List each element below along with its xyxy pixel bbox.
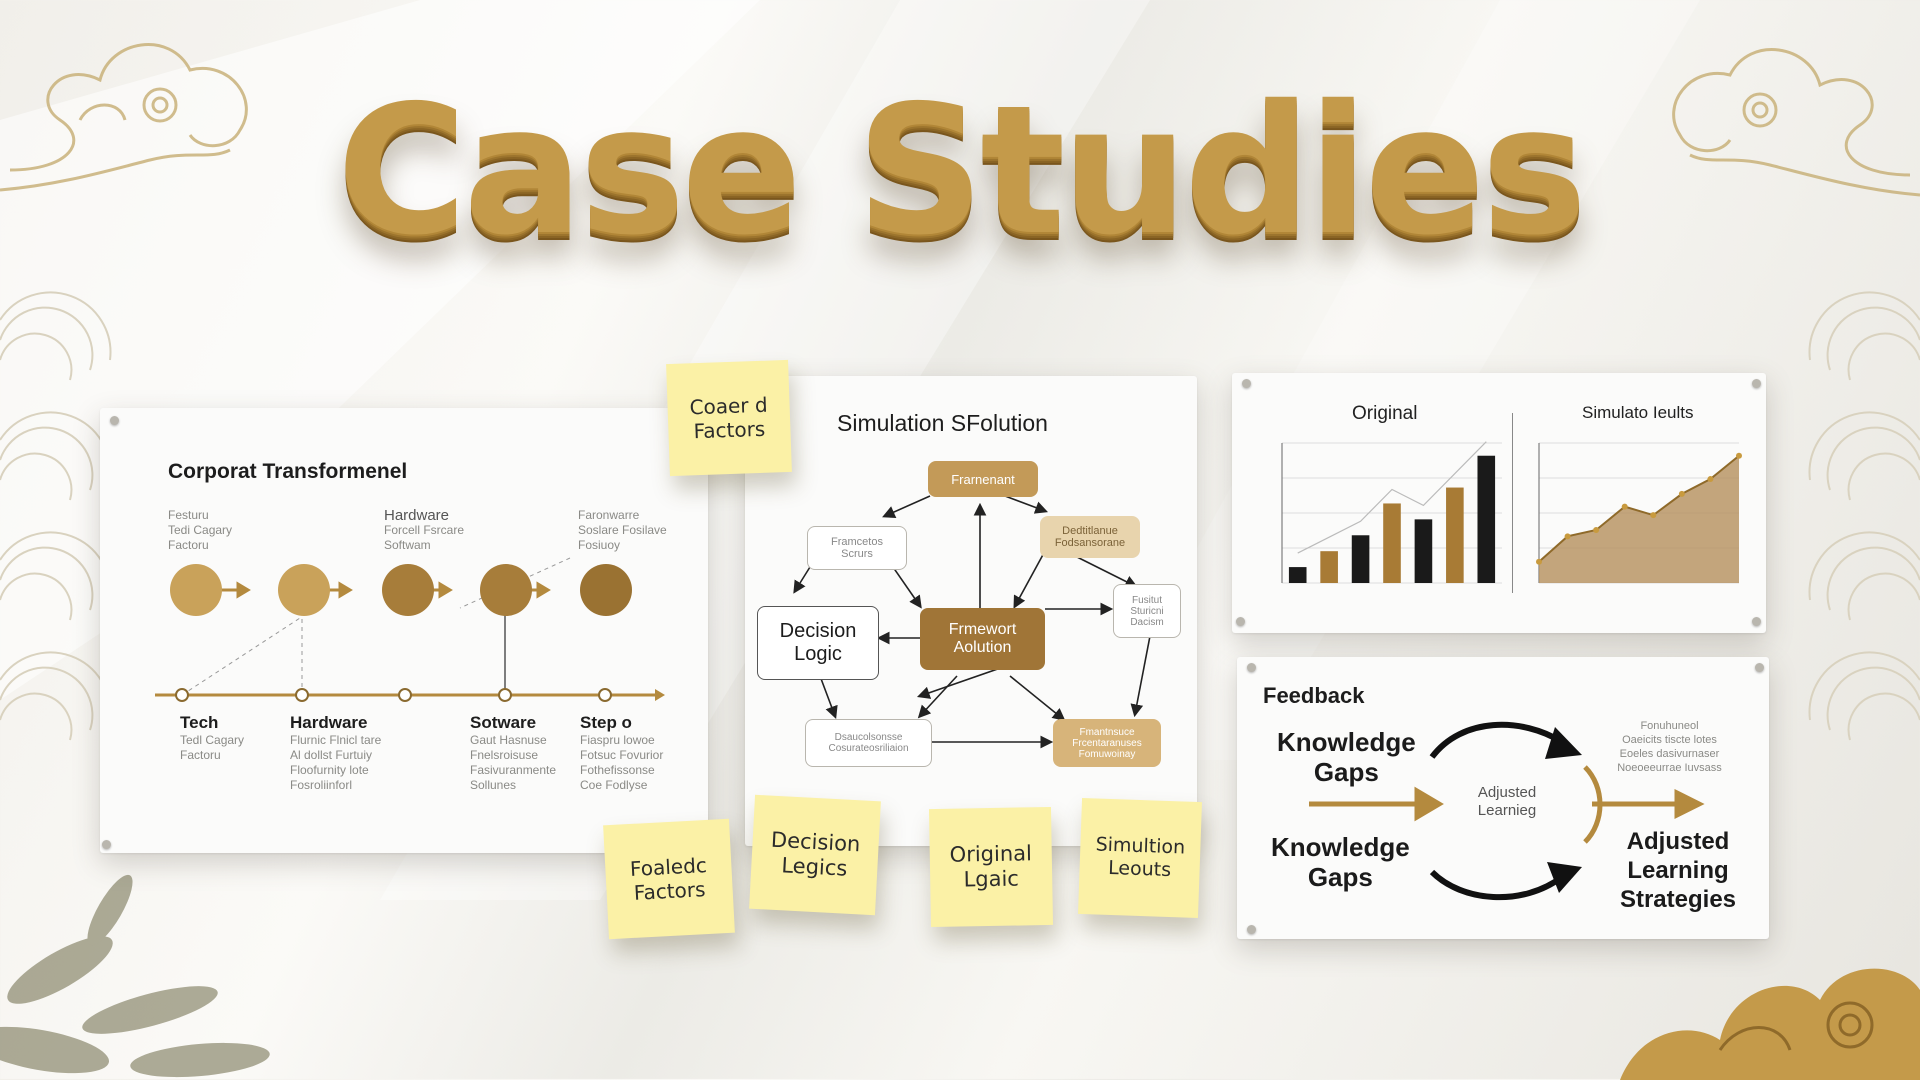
timeline-bottom-label-1: Tech Tedl Cagary Factoru <box>180 713 245 762</box>
simulation-arrows <box>793 495 1151 749</box>
pin <box>1247 663 1256 672</box>
chart-right-title: Simulato Ieults <box>1582 403 1694 422</box>
wave-ornament-right <box>1808 291 1920 741</box>
chart-left-title: Original <box>1352 403 1418 424</box>
timeline-bottom-label-3: Sotware Gaut Hasnuse Fnelsroisuse Fasivu… <box>470 713 557 792</box>
bar <box>1414 519 1433 583</box>
pin <box>1236 617 1245 626</box>
timeline-title: Corporat Transformenel <box>168 460 408 483</box>
data-point <box>1707 476 1714 483</box>
simulation-panel: Simulation SFolution Frarnenant Framceto… <box>745 376 1197 846</box>
cloud-ornament-top-right <box>1672 48 1920 197</box>
headline-case-studies: Case Studies <box>336 67 1588 274</box>
data-point <box>1536 558 1542 565</box>
timeline-panel: Corporat Transformenel Festuru Tedi Caga… <box>100 408 708 853</box>
timeline-node-1 <box>170 564 222 616</box>
charts-panel: Original Simulato Ieults <box>1232 373 1766 633</box>
data-point <box>1678 490 1685 497</box>
timeline-top-label-1: Festuru Tedi Cagary Factoru <box>168 508 233 552</box>
pin <box>1752 617 1761 626</box>
pin <box>1247 925 1256 934</box>
timeline-node-3 <box>382 564 434 616</box>
bar <box>1351 535 1370 583</box>
feedback-cycle-arrows <box>1309 721 1705 901</box>
data-point <box>1736 452 1742 459</box>
pin <box>110 416 119 425</box>
pin <box>1752 379 1761 388</box>
cloud-ornament-top-left <box>0 43 248 192</box>
feedback-title: Feedback <box>1263 683 1365 708</box>
timeline-graphic <box>155 557 665 702</box>
timeline-top-label-2: Hardware Forcell Fsrcare Softwam <box>384 507 465 552</box>
gold-cloud-bottom-right <box>1620 968 1920 1080</box>
bar <box>1383 503 1401 583</box>
timeline-bottom-label-2: Hardware Flurnic Flnicl tare Al dollst F… <box>290 713 382 792</box>
area-line <box>1538 454 1740 563</box>
right-area-chart <box>1536 442 1742 584</box>
pin <box>1755 663 1764 672</box>
bar <box>1320 551 1338 583</box>
plant-silhouette <box>0 874 270 1078</box>
bar <box>1288 567 1307 583</box>
simulation-title: Simulation SFolution <box>837 410 1048 436</box>
timeline-node-5 <box>580 564 632 616</box>
area-fill <box>1539 455 1739 583</box>
sim-box-top: Frarnenant <box>928 461 1038 497</box>
data-point <box>1564 533 1571 540</box>
bar <box>1477 455 1496 583</box>
data-point <box>1650 512 1657 519</box>
timeline-bottom-label-4: Step o Fiaspru lowoe Fotsuc Fovurior Fot… <box>580 713 664 792</box>
timeline-node-2 <box>278 564 330 616</box>
data-point <box>1621 503 1628 510</box>
left-bar-chart <box>1281 441 1502 584</box>
pin <box>1242 379 1251 388</box>
pin <box>102 840 111 849</box>
trend-line <box>1297 441 1487 554</box>
data-point <box>1593 526 1600 533</box>
chart-divider <box>1512 413 1513 593</box>
timeline-node-4 <box>480 564 532 616</box>
bar <box>1446 487 1464 583</box>
timeline-top-label-3: Faronwarre Soslare Fosilave Fosiuoy <box>578 508 667 552</box>
